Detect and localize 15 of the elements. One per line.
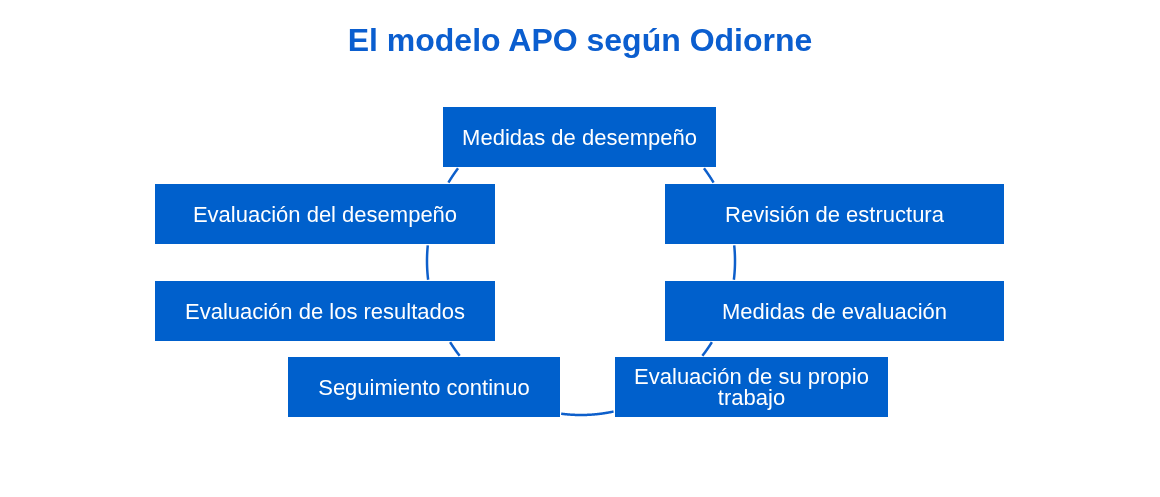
title: El modelo APO según Odiorne — [347, 21, 813, 60]
connector-arc — [425, 244, 430, 281]
connector-arc — [447, 167, 459, 184]
step-box: Evaluación del desempeño — [155, 184, 495, 244]
connector-arc — [560, 410, 615, 417]
step-box: Evaluación de los resultados — [155, 281, 495, 341]
connector-arc — [701, 341, 713, 357]
step-box: Seguimiento continuo — [288, 357, 560, 417]
connector-arc — [703, 167, 715, 184]
step-box: Medidas de desempeño — [443, 107, 716, 167]
connector-arc — [449, 341, 461, 357]
step-box: Evaluación de su propio trabajo — [615, 357, 888, 417]
step-box: Medidas de evaluación — [665, 281, 1004, 341]
step-box: Revisión de estructura — [665, 184, 1004, 244]
connector-arc — [732, 244, 737, 281]
